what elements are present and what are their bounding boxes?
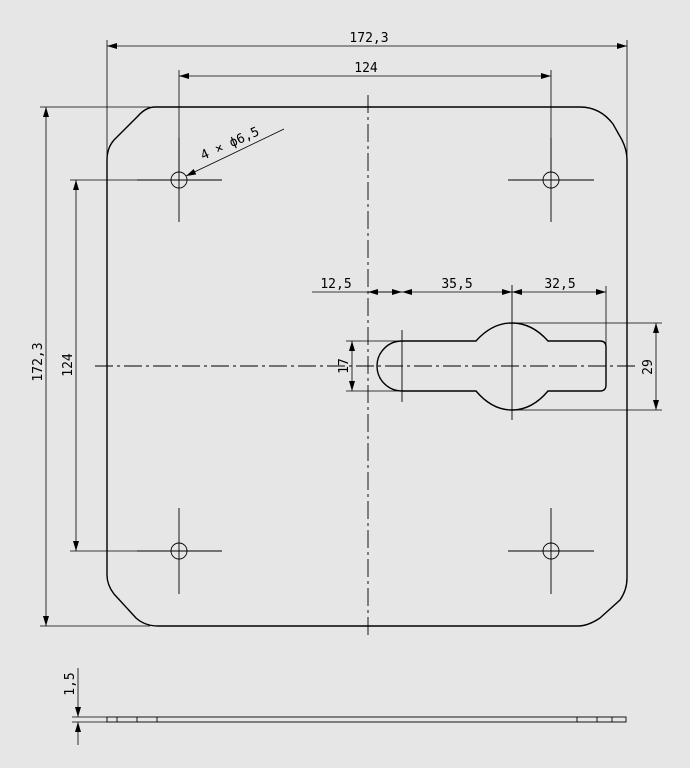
dimension-slot-length-2: 32,5 <box>512 277 607 345</box>
slot-width-label: 17 <box>337 358 352 374</box>
slot-offset-label: 12,5 <box>320 277 351 292</box>
slot-length-1-label: 35,5 <box>441 277 472 292</box>
hole-spacing-horizontal-label: 124 <box>354 61 378 76</box>
thickness-label: 1,5 <box>63 672 78 695</box>
side-view <box>106 716 627 723</box>
slot-length-2-label: 32,5 <box>544 277 575 292</box>
overall-width-label: 172,3 <box>349 31 388 46</box>
hole-spacing-vertical-label: 124 <box>61 353 76 377</box>
dimension-slot-length-1: 35,5 <box>402 277 512 295</box>
dimension-slot-width: 17 <box>337 340 400 392</box>
dimension-overall-height: 172,3 <box>31 106 150 627</box>
dimension-slot-head-diameter: 29 <box>514 322 662 411</box>
dimension-thickness: 1,5 <box>63 668 107 745</box>
dimension-hole-spacing-vertical: 124 <box>61 179 170 552</box>
dimension-hole-spacing-horizontal: 124 <box>178 61 552 172</box>
mounting-hole-bottom-right <box>508 508 594 594</box>
slot-head-diameter-label: 29 <box>641 359 656 375</box>
hole-note: 4 × ϕ6,5 <box>185 124 285 177</box>
keyhole-slot <box>376 322 607 411</box>
dimension-overall-width: 172,3 <box>106 31 628 155</box>
plate-outline <box>106 106 628 627</box>
overall-height-label: 172,3 <box>31 342 46 381</box>
dimension-slot-offset: 12,5 <box>312 277 402 295</box>
